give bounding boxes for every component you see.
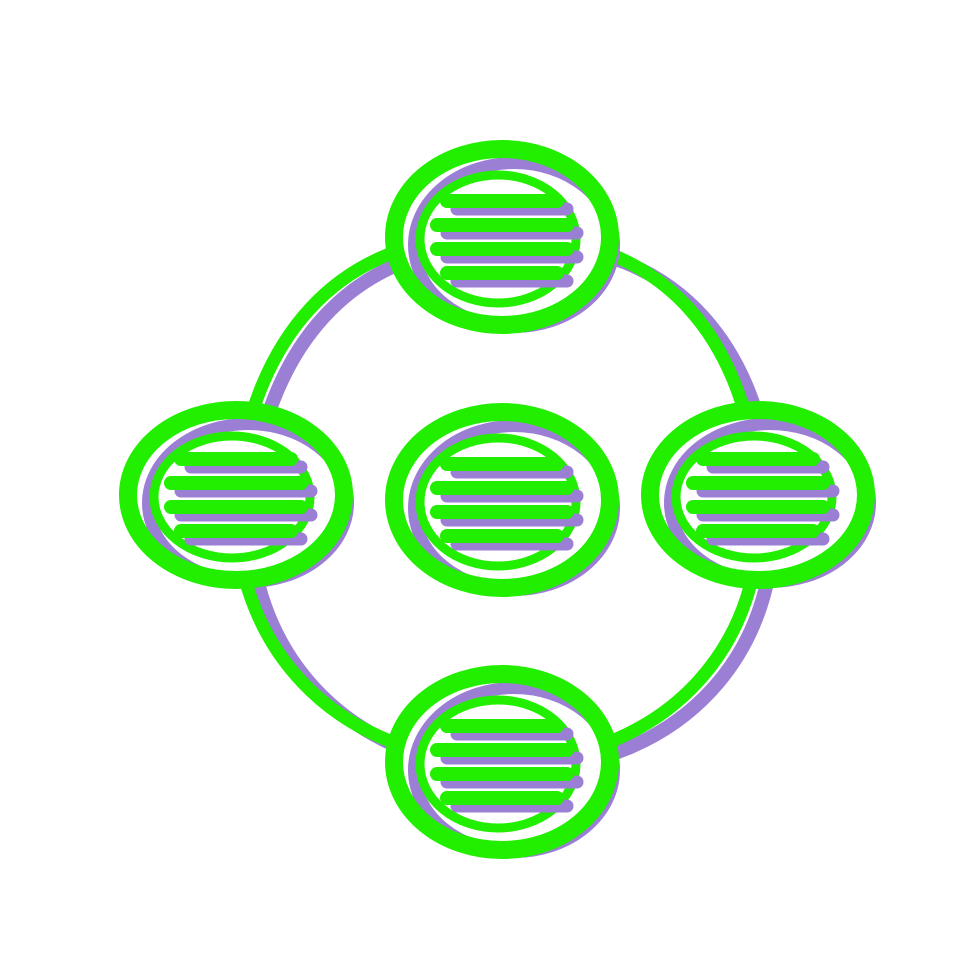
node-bottom [385,665,619,859]
node-top [385,140,619,334]
node-center [385,403,619,597]
node-bottom-outer-ring [385,665,619,859]
node-left-outer-ring [119,401,353,589]
node-center-outer-ring [385,403,619,597]
node-left [119,401,353,589]
node-right-outer-ring [641,401,875,589]
node-right [641,401,875,589]
icon-main-layer [119,140,876,859]
node-top-outer-ring [385,140,619,334]
